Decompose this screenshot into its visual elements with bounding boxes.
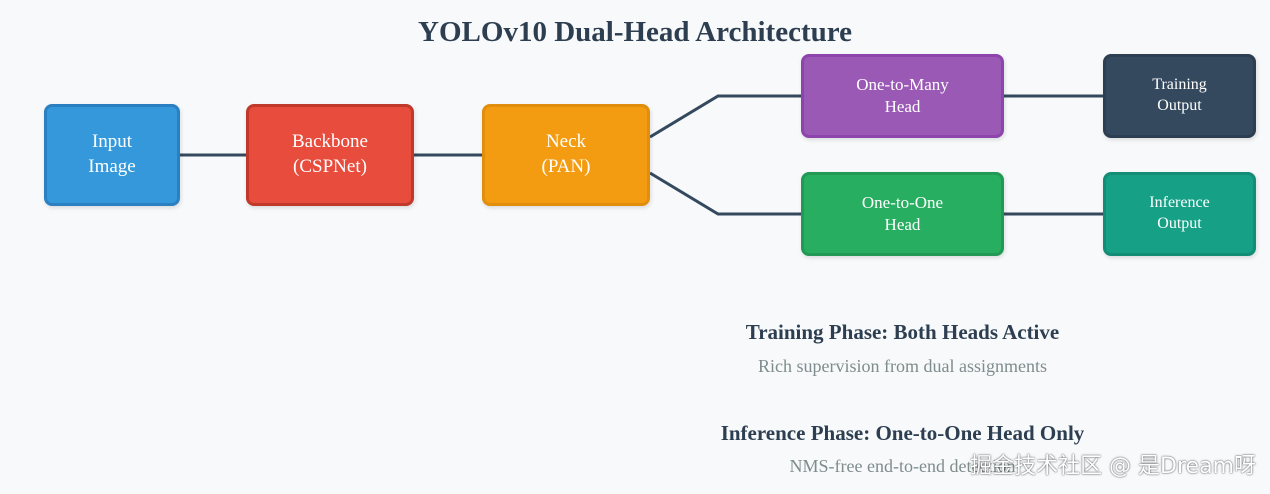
- edge-neck-one-to-many: [649, 94, 801, 139]
- node-input-image-label: Input Image: [88, 131, 136, 177]
- inference-phase-desc: NMS-free end-to-end detection: [789, 456, 1016, 476]
- node-one-to-one-head-label: One-to-One Head: [861, 192, 944, 234]
- edge-neck-one-to-one: [649, 171, 801, 216]
- node-backbone-label: Backbone (CSPNet): [292, 131, 368, 177]
- node-training-output-label: Training Output: [1152, 76, 1207, 114]
- diagram-title: YOLOv10 Dual-Head Architecture: [418, 16, 852, 48]
- training-phase-title: Training Phase: Both Heads Active: [745, 320, 1060, 344]
- training-phase-desc: Rich supervision from dual assignments: [758, 356, 1047, 376]
- node-backbone: Backbone (CSPNet): [246, 104, 414, 206]
- watermark: 掘金技术社区 @ 是Dream呀: [970, 454, 1256, 479]
- node-one-to-one-head: One-to-One Head: [801, 172, 1004, 256]
- node-one-to-many-head-label: One-to-Many Head: [856, 74, 949, 116]
- node-neck: Neck (PAN): [482, 104, 650, 206]
- node-inference-output-label: Inference Output: [1149, 194, 1210, 232]
- node-inference-output: Inference Output: [1103, 172, 1256, 256]
- inference-phase-title: Inference Phase: One-to-One Head Only: [720, 421, 1085, 445]
- node-input-image: Input Image: [44, 104, 180, 206]
- node-training-output: Training Output: [1103, 54, 1256, 138]
- node-one-to-many-head: One-to-Many Head: [801, 54, 1004, 138]
- node-neck-label: Neck (PAN): [541, 131, 591, 177]
